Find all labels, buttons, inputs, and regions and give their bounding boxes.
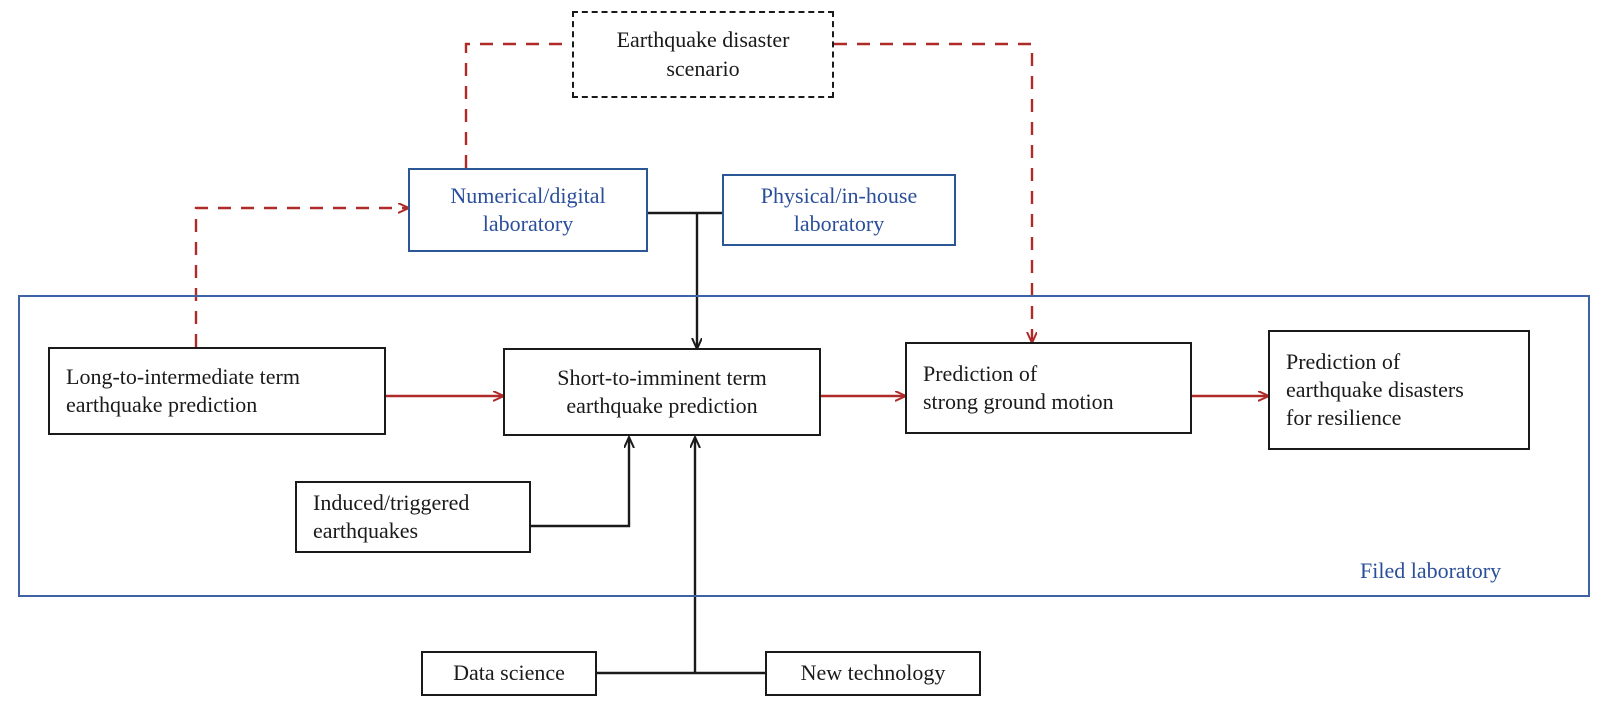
node-data-science[interactable]: Data science — [421, 651, 597, 696]
connector-induced-to-short-term — [531, 438, 629, 528]
node-numerical-digital-laboratory[interactable]: Numerical/digital laboratory — [408, 168, 648, 252]
node-physical-in-house-laboratory[interactable]: Physical/in-house laboratory — [722, 174, 956, 246]
node-label: Prediction of earthquake disasters for r… — [1286, 348, 1464, 431]
node-new-technology[interactable]: New technology — [765, 651, 981, 696]
node-label: New technology — [800, 660, 946, 686]
connector-long-term-to-numerical-lab — [194, 208, 408, 347]
node-prediction-strong-ground-motion[interactable]: Prediction of strong ground motion — [905, 342, 1192, 434]
node-label: Long-to-intermediate term earthquake pre… — [66, 363, 300, 417]
node-label: Induced/triggered earthquakes — [313, 489, 470, 543]
node-label: Numerical/digital laboratory — [450, 182, 606, 236]
node-label: Earthquake disaster scenario — [616, 27, 790, 81]
node-earthquake-disaster-scenario[interactable]: Earthquake disaster scenario — [572, 11, 834, 98]
node-prediction-earthquake-disasters[interactable]: Prediction of earthquake disasters for r… — [1268, 330, 1530, 450]
node-long-to-intermediate-term-prediction[interactable]: Long-to-intermediate term earthquake pre… — [48, 347, 386, 435]
node-label: Data science — [453, 660, 565, 686]
node-label: Short-to-imminent term earthquake predic… — [557, 364, 767, 418]
connector-scenario-to-ground-motion — [834, 42, 1032, 342]
node-short-to-imminent-term-prediction[interactable]: Short-to-imminent term earthquake predic… — [503, 348, 821, 436]
field-laboratory-caption: Filed laboratory — [1360, 558, 1502, 583]
node-label: Prediction of strong ground motion — [923, 360, 1114, 414]
node-label: Physical/in-house laboratory — [760, 182, 918, 236]
field-laboratory-container — [18, 295, 1590, 597]
node-induced-triggered-earthquakes[interactable]: Induced/triggered earthquakes — [295, 481, 531, 553]
connector-numerical-lab-to-scenario — [464, 42, 572, 168]
